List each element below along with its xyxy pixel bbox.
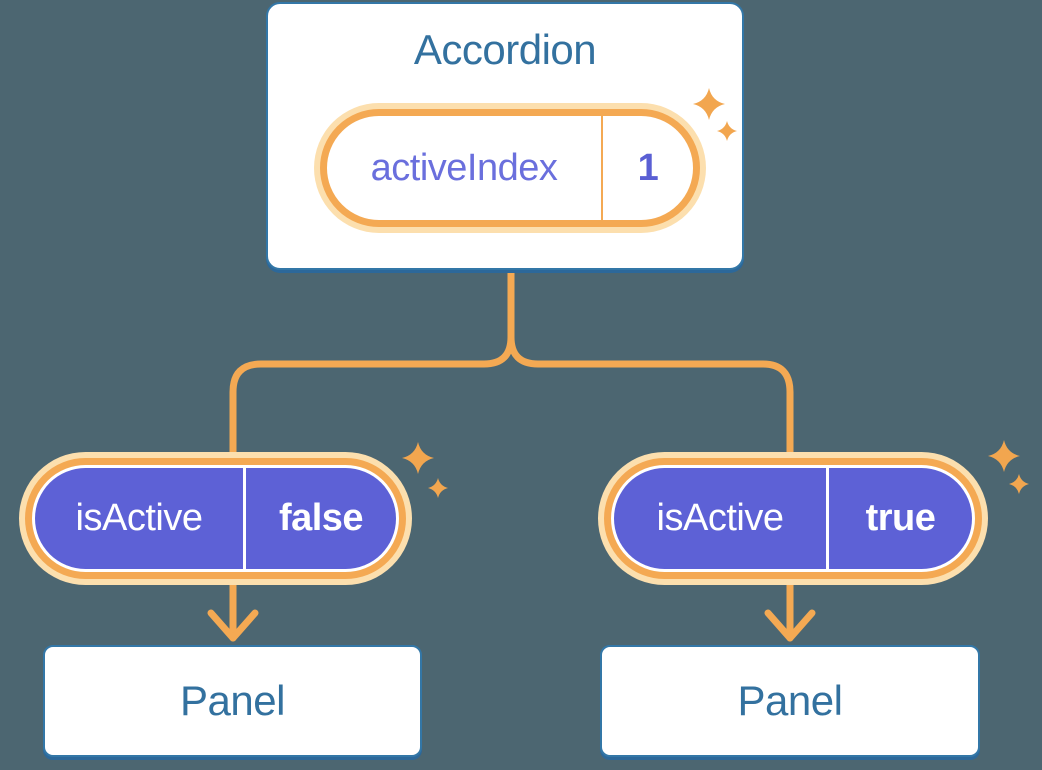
arrowhead-icon-right <box>764 609 816 642</box>
prop-pill-label: isActive <box>75 497 203 539</box>
state-pill-label: activeIndex <box>370 146 558 189</box>
sparkle-icon <box>402 442 448 498</box>
panel-node-title: Panel <box>737 676 843 724</box>
panel-node-title: Panel <box>180 676 285 724</box>
state-pill: activeIndex 1 <box>314 103 706 233</box>
panel-node-right: Panel <box>600 645 980 757</box>
prop-pill-isactive-true: isActive true <box>598 452 988 585</box>
prop-pill-value: false <box>278 497 364 539</box>
sparkle-icon <box>988 440 1029 494</box>
prop-pill-ring: isActive false <box>25 458 406 579</box>
prop-pill-ring: isActive true <box>604 458 982 579</box>
prop-pill-isactive-false: isActive false <box>19 452 412 585</box>
state-pill-divider <box>601 116 603 220</box>
prop-pill-core: isActive true <box>614 468 972 569</box>
sparkle-icon <box>693 88 737 141</box>
state-pill-value: 1 <box>637 146 659 189</box>
connector-branch-right <box>507 262 794 642</box>
prop-pill-divider <box>826 468 829 569</box>
state-pill-core: activeIndex 1 <box>327 116 693 220</box>
panel-node-left: Panel <box>43 645 422 757</box>
accordion-node-title: Accordion <box>413 26 597 73</box>
arrowhead-icon-left <box>207 609 259 642</box>
state-pill-ring: activeIndex 1 <box>320 109 700 227</box>
prop-pill-divider <box>243 468 246 569</box>
prop-pill-label: isActive <box>656 497 784 539</box>
prop-pill-value: true <box>865 497 936 539</box>
accordion-node: Accordion activeIndex 1 <box>266 2 744 270</box>
prop-pill-core: isActive false <box>35 468 396 569</box>
